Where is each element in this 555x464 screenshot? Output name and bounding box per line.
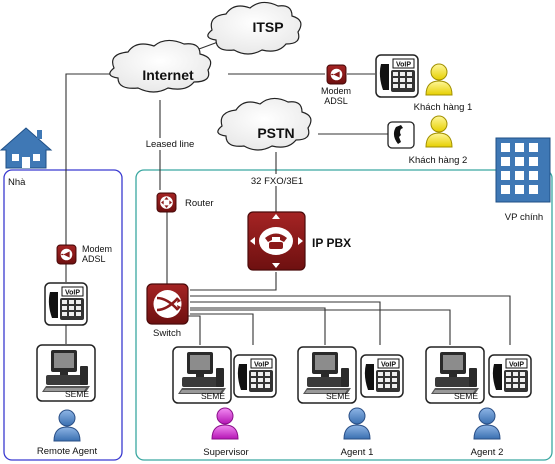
router-device: Router <box>156 192 214 213</box>
switch-label: Switch <box>153 328 181 339</box>
agent2-person-icon <box>473 407 501 440</box>
supervisor-pc-label: SEME <box>201 391 225 401</box>
agent1-label: Agent 1 <box>341 447 374 458</box>
customer2-label: Khách hàng 2 <box>409 155 468 166</box>
modem-top-label-line2: ADSL <box>324 96 348 106</box>
supervisor-pc: SEME <box>172 346 232 404</box>
home-icon <box>0 127 53 169</box>
leased-line-label: Leased line <box>146 139 195 150</box>
modem-adsl-top: Modem ADSL <box>321 64 351 106</box>
agent2-pc-label: SEME <box>454 391 478 401</box>
customer1-voip-phone <box>375 54 419 98</box>
agent1-person-icon <box>343 407 371 440</box>
modem-top-label-line1: Modem <box>321 86 351 96</box>
customer1-label: Khách hàng 1 <box>414 102 473 113</box>
internet-label: Internet <box>142 67 194 83</box>
office-site-box <box>135 169 553 461</box>
agent1-voip-phone <box>360 354 404 398</box>
customer2-person-icon <box>425 115 453 148</box>
remote-agent-person-icon <box>53 409 81 442</box>
agent1-pc: SEME <box>297 346 357 404</box>
home-site-box <box>3 169 123 461</box>
agent2-voip-phone <box>488 354 532 398</box>
customer2-analog-phone <box>387 121 415 149</box>
remote-pc-label: SEME <box>65 389 89 399</box>
supervisor-label: Supervisor <box>203 447 248 458</box>
supervisor-person-icon <box>211 407 239 440</box>
office-building-icon <box>495 137 551 203</box>
ip-pbx-label: IP PBX <box>312 236 351 250</box>
remote-pc: SEME <box>36 344 96 402</box>
home-label: Nhà <box>8 177 26 188</box>
customer1-person-icon <box>425 63 453 96</box>
switch-device: Switch <box>146 283 189 339</box>
remote-voip-phone <box>44 282 88 326</box>
modem-adsl-home: Modem ADSL <box>56 244 112 265</box>
pstn-cloud: PSTN <box>217 97 312 151</box>
office-label: VP chính <box>505 212 543 223</box>
trunk-label: 32 FXO/3E1 <box>251 176 303 187</box>
router-label: Router <box>185 198 214 209</box>
connection-lines <box>65 41 511 345</box>
itsp-label: ITSP <box>252 19 283 35</box>
pstn-label: PSTN <box>257 125 294 141</box>
supervisor-voip-phone <box>233 354 277 398</box>
ip-pbx-device: IP PBX <box>247 211 351 271</box>
itsp-cloud: ITSP <box>207 1 302 55</box>
agent2-pc: SEME <box>425 346 485 404</box>
agent2-label: Agent 2 <box>471 447 504 458</box>
modem-home-label-line2: ADSL <box>82 254 106 264</box>
modem-home-label-line1: Modem <box>82 244 112 254</box>
remote-agent-label: Remote Agent <box>37 446 98 457</box>
internet-cloud: Internet <box>109 39 212 93</box>
agent1-pc-label: SEME <box>326 391 350 401</box>
